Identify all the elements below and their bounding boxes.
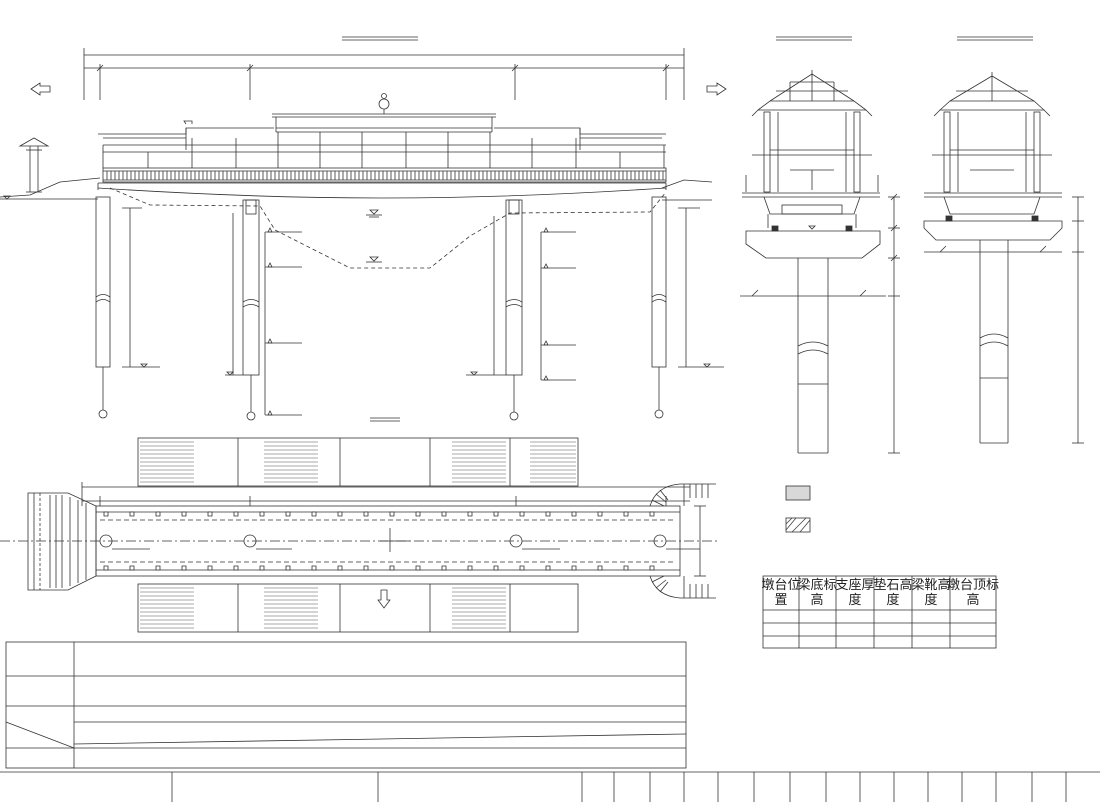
section-1-dims: [888, 193, 900, 454]
elevation-table: 墩台位 置 梁底标 高 支座厚 度 垫石高 度 梁靴高 度 墩台顶标 高: [761, 575, 999, 649]
plan-right-abutment: [649, 483, 716, 599]
plan-posts: [103, 511, 655, 571]
left-embankment: [0, 177, 101, 200]
table-header-6-line-2: 高: [966, 592, 979, 608]
section-2-columns: [932, 111, 1052, 193]
legend: [785, 485, 811, 533]
plan-roof-tiles: [140, 441, 576, 629]
section-2-dims: [1072, 196, 1084, 444]
table-header-4-line-1: 垫石高: [873, 577, 912, 593]
table-header-3-line-2: 度: [848, 592, 861, 608]
riverbed-profile: [109, 187, 667, 269]
title-block: [0, 771, 1100, 802]
table-header-6-line-1: 墩台顶标: [947, 578, 999, 593]
cross-section-2: [923, 72, 1084, 444]
pile-abutment-left: [95, 196, 160, 419]
arrow-left-icon: [30, 82, 51, 96]
plan-left-abutment: [27, 492, 97, 591]
table-header-4-line-2: 度: [886, 592, 899, 608]
table-header-2-line-2: 高: [810, 592, 823, 608]
arrow-right-icon: [706, 82, 727, 96]
section-2-roof: [933, 72, 1051, 117]
section-1-cap: [740, 225, 886, 297]
table-header-2-line-1: 梁底标: [797, 577, 836, 593]
section-2-deck: [923, 192, 1063, 253]
concrete-hatch-swatch: [785, 517, 811, 533]
geology-table: [5, 641, 687, 769]
section-2-pile: [979, 240, 1009, 444]
pile-pier-2: [466, 199, 576, 421]
sand-hatch-swatch: [785, 485, 811, 501]
section-1-roof: [751, 70, 873, 117]
plan-roof-blocks: [137, 437, 579, 633]
pavilion-body: [102, 132, 666, 168]
deck-girder: [97, 182, 667, 199]
title-lines: [342, 36, 1033, 422]
cross-section-1: [740, 70, 900, 454]
right-embankment: [661, 179, 713, 201]
elevation-view: [0, 48, 727, 421]
arrow-down-icon: [377, 589, 391, 609]
lantern-post: [18, 137, 50, 193]
elevation-dimension-lines: [83, 48, 685, 100]
table-header-5-line-2: 度: [924, 592, 937, 608]
plan-dimension-lines: [81, 482, 706, 577]
pile-abutment-right: [651, 196, 724, 419]
table-header-3-line-1: 支座厚: [835, 578, 874, 593]
pile-pier-1: [225, 199, 302, 421]
section-1-deck: [742, 192, 880, 232]
pavilion-roofs: [98, 93, 666, 150]
plan-view: [0, 437, 720, 633]
section-1-pile: [797, 258, 829, 454]
section-1-columns: [745, 111, 879, 193]
table-header-1-line-1: 墩台位: [761, 578, 800, 593]
table-header-1-line-2: 置: [774, 593, 787, 608]
triangle-marker-icon: [3, 195, 382, 263]
table-header-5-line-1: 梁靴高: [911, 577, 950, 593]
plan-pier-circles: [99, 528, 700, 552]
railing: [102, 167, 667, 183]
